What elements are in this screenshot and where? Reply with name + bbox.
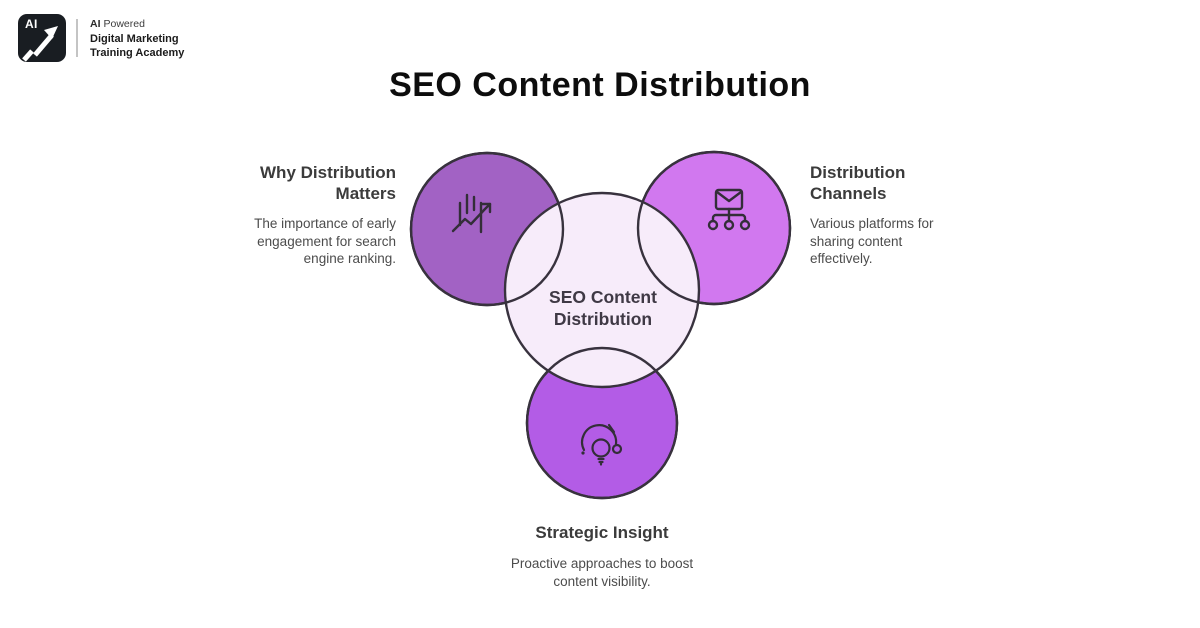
logo-tagline-rest: Powered <box>103 18 145 30</box>
node-description: Proactive approaches to boost content vi… <box>510 556 694 589</box>
circle-outline-bottom <box>525 346 679 500</box>
insight-bulb-icon <box>581 423 623 466</box>
label-strategic-insight: Strategic Insight Proactive approaches t… <box>497 522 707 590</box>
logo-badge-text: AI <box>25 17 38 31</box>
logo-badge: AI <box>18 14 66 62</box>
logo-divider <box>76 19 78 57</box>
node-heading: Strategic Insight <box>535 523 669 542</box>
node-description: The importance of early engagement for s… <box>254 216 396 266</box>
node-heading: Distribution Channels <box>810 163 906 203</box>
circle-center <box>503 191 701 389</box>
circle-outline-left <box>409 151 565 307</box>
center-label: SEO Content Distribution <box>549 287 657 329</box>
node-description: Various platforms for sharing content ef… <box>810 216 934 266</box>
logo-line-3: Training Academy <box>90 47 185 59</box>
label-why-distribution-matters: Why Distribution Matters The importance … <box>231 162 396 268</box>
label-distribution-channels: Distribution Channels Various platforms … <box>810 162 950 268</box>
page-title: SEO Content Distribution <box>389 66 811 104</box>
mail-network-icon <box>707 188 751 231</box>
logo-tagline-bold: AI <box>90 18 101 30</box>
logo-line-2: Digital Marketing <box>90 32 179 45</box>
trend-chart-icon <box>451 193 492 234</box>
node-heading: Why Distribution Matters <box>260 163 396 203</box>
circle-outline-right <box>636 150 792 306</box>
growth-arrow-icon <box>22 26 58 62</box>
